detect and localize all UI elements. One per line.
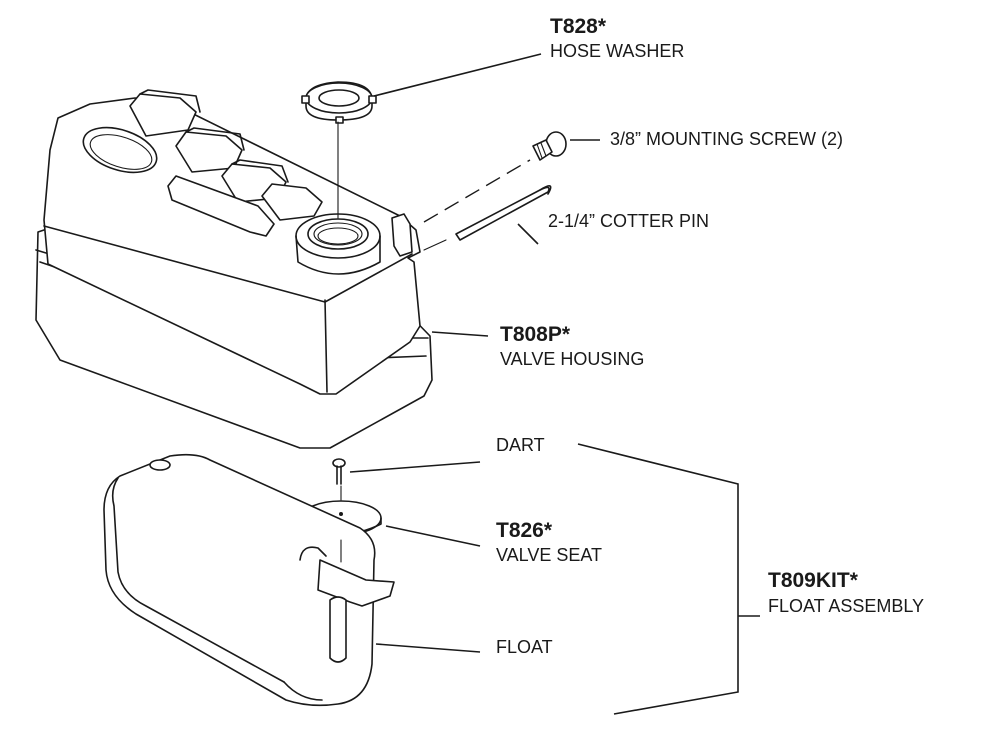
cotter-pin-label: 2-1/4” COTTER PIN bbox=[548, 211, 710, 231]
hose-washer-label: HOSE WASHER bbox=[550, 41, 685, 61]
float-assembly-label: FLOAT ASSEMBLY bbox=[768, 596, 925, 616]
cotter-pin-drawing bbox=[455, 185, 552, 241]
hose-washer-leader bbox=[373, 53, 542, 97]
hose-washer-part-number: T828* bbox=[550, 15, 607, 38]
float-assembly-bracket bbox=[577, 443, 739, 715]
dart-drawing bbox=[332, 458, 346, 485]
valve-housing-part-number: T808P* bbox=[500, 323, 571, 346]
pin-centerline bbox=[423, 239, 447, 251]
mounting-screw-label: 3/8” MOUNTING SCREW (2) bbox=[610, 129, 844, 149]
valve-seat-part-number: T826* bbox=[496, 519, 553, 542]
valve-seat-leader bbox=[385, 525, 481, 547]
valve-housing-label: VALVE HOUSING bbox=[500, 349, 645, 369]
float-drawing bbox=[103, 453, 395, 707]
cotter-pin-leader bbox=[517, 223, 539, 245]
screw-centerline bbox=[423, 159, 531, 223]
valve-seat-label: VALVE SEAT bbox=[496, 545, 603, 565]
valve-housing-drawing bbox=[35, 89, 433, 449]
valve-housing-leader bbox=[431, 331, 489, 337]
mounting-screw-drawing bbox=[532, 131, 567, 161]
hose-washer-drawing bbox=[301, 81, 377, 124]
dart-leader bbox=[349, 461, 481, 473]
dart-label: DART bbox=[496, 435, 545, 455]
float-assembly-part-number: T809KIT* bbox=[768, 569, 858, 592]
float-leader bbox=[375, 643, 481, 653]
float-label: FLOAT bbox=[496, 637, 553, 657]
